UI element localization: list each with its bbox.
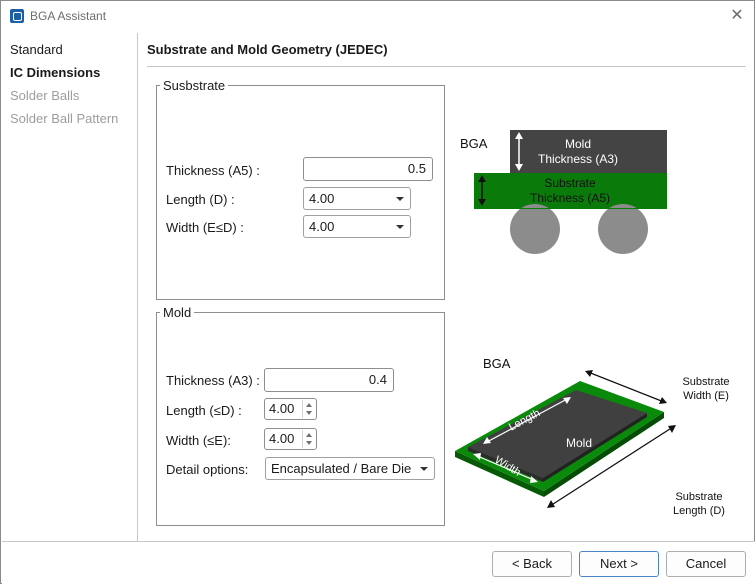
mold-group: Mold Thickness (A3) : 0.4 Length (≤D) : …: [156, 305, 445, 526]
side-bga-label: BGA: [460, 136, 488, 151]
substrate-length-label: Length (D) :: [166, 192, 235, 207]
substrate-thickness-input[interactable]: 0.5: [303, 157, 433, 181]
spin-up-icon[interactable]: [306, 433, 312, 437]
detail-options-value: Encapsulated / Bare Die: [271, 461, 412, 476]
mold-group-label: Mold: [160, 305, 195, 320]
chevron-down-icon: [420, 467, 428, 471]
bga-side-view-diagram: BGA Mold Thickness (A3) Substrate Thickn…: [460, 130, 667, 254]
side-substrate-label-line2: Thickness (A5): [530, 191, 610, 205]
substrate-width-select[interactable]: 4.00: [303, 215, 411, 238]
spin-down-icon[interactable]: [306, 411, 312, 415]
sidebar: Standard IC Dimensions Solder Balls Sold…: [2, 33, 138, 541]
spin-buttons[interactable]: [302, 430, 315, 448]
mold-length-value: 4.00: [269, 401, 295, 416]
window-title: BGA Assistant: [30, 9, 107, 23]
sidebar-item-standard[interactable]: Standard: [10, 42, 63, 57]
mold-width-label: Width (≤E):: [166, 433, 231, 448]
substrate-group-label: Susbstrate: [160, 78, 229, 93]
iso-mold-label: Mold: [566, 436, 592, 450]
back-button[interactable]: < Back: [492, 551, 572, 577]
page-title: Substrate and Mold Geometry (JEDEC): [147, 42, 388, 57]
side-mold-label-line1: Mold: [565, 137, 591, 151]
substrate-length-select[interactable]: 4.00: [303, 187, 411, 210]
detail-options-select[interactable]: Encapsulated / Bare Die: [265, 457, 435, 480]
sidebar-item-ic-dimensions[interactable]: IC Dimensions: [10, 65, 101, 80]
side-solder-ball: [598, 204, 648, 254]
side-mold-label-line2: Thickness (A3): [538, 152, 618, 166]
substrate-length-value: 4.00: [309, 191, 335, 206]
side-solder-ball: [510, 204, 560, 254]
main-content: Substrate and Mold Geometry (JEDEC) Susb…: [139, 33, 754, 541]
mold-length-label: Length (≤D) :: [166, 403, 242, 418]
sidebar-item-solder-balls: Solder Balls: [10, 88, 80, 103]
footer-bar: < Back Next > Cancel: [2, 541, 755, 584]
spin-down-icon[interactable]: [306, 441, 312, 445]
app-icon: [10, 9, 24, 23]
substrate-thickness-label: Thickness (A5) :: [166, 163, 260, 178]
mold-width-value: 4.00: [269, 431, 295, 446]
iso-substrate-width-line1: Substrate: [682, 376, 729, 388]
detail-options-label: Detail options:: [166, 462, 249, 477]
mold-thickness-input[interactable]: 0.4: [264, 368, 394, 392]
substrate-width-value: 4.00: [309, 219, 335, 234]
mold-thickness-label: Thickness (A3) :: [166, 373, 260, 388]
iso-bga-label: BGA: [483, 356, 511, 371]
spin-buttons[interactable]: [302, 400, 315, 418]
iso-substrate-width-line2: Width (E): [683, 390, 729, 402]
close-icon[interactable]: ✕: [730, 7, 744, 24]
mold-width-stepper[interactable]: 4.00: [264, 428, 317, 450]
chevron-down-icon: [396, 225, 404, 229]
side-substrate-label-line1: Substrate: [544, 176, 596, 190]
substrate-group: Susbstrate Thickness (A5) : 0.5 Length (…: [156, 78, 445, 300]
sidebar-item-solder-ball-pattern: Solder Ball Pattern: [10, 111, 119, 126]
cancel-button[interactable]: Cancel: [666, 551, 746, 577]
iso-substrate-length-line1: Substrate: [675, 491, 722, 503]
side-mold-block: [510, 130, 667, 173]
spin-up-icon[interactable]: [306, 403, 312, 407]
title-bar: BGA Assistant ✕: [1, 1, 754, 32]
iso-mold-top: [468, 390, 647, 478]
title-divider: [147, 66, 746, 67]
iso-substrate-length-line2: Length (D): [673, 505, 725, 517]
next-button[interactable]: Next >: [579, 551, 659, 577]
bga-isometric-diagram: BGA Length Width Mold: [455, 356, 730, 517]
chevron-down-icon: [396, 197, 404, 201]
side-substrate-block: [474, 173, 667, 208]
substrate-width-label: Width (E≤D) :: [166, 220, 244, 235]
mold-length-stepper[interactable]: 4.00: [264, 398, 317, 420]
